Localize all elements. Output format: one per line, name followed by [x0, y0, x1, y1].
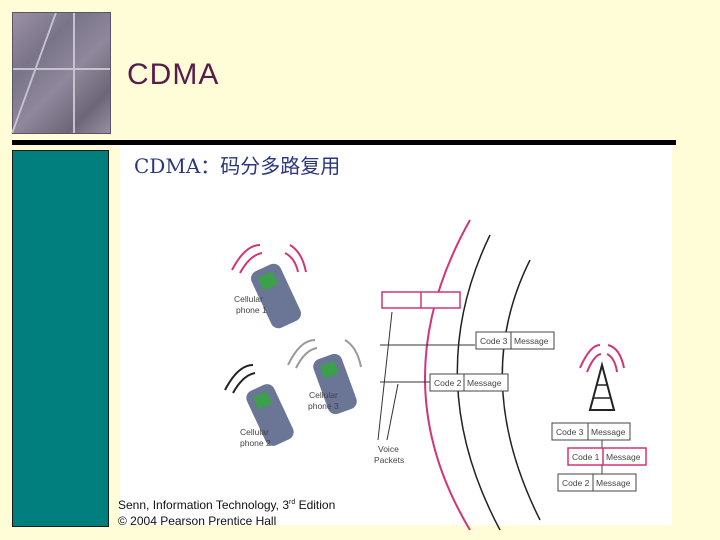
- voice-packet-arrows: [377, 311, 475, 441]
- phone-1: Cellular phone 1: [231, 244, 307, 329]
- tower-code3-code: Code 3: [556, 427, 584, 437]
- cell-tower: [579, 344, 625, 411]
- packet-code2-message: Message: [467, 378, 502, 388]
- tower-code3-message: Message: [591, 427, 626, 437]
- title-divider: [12, 140, 676, 145]
- teal-sidebar-bar: [12, 150, 109, 527]
- tower-code2-message: Message: [596, 478, 631, 488]
- tower-code1-message: Message: [606, 452, 641, 462]
- citation-line-1: Senn, Information Technology, 3rd Editio…: [118, 498, 336, 512]
- tower-code1-code: Code 1: [572, 452, 600, 462]
- packet-code3-code: Code 3: [480, 336, 508, 346]
- tower-code2-code: Code 2: [562, 478, 590, 488]
- tower-code3: Code 3 Message: [551, 422, 631, 441]
- packet-code3: Code 3 Message: [475, 331, 555, 350]
- voice-packets-label-line1: Voice: [378, 444, 399, 454]
- decorative-corner-image: [11, 12, 111, 134]
- phone-3-label-line2: phone 3: [308, 401, 339, 411]
- phone-1-label-line1: Cellular: [234, 294, 263, 304]
- slide-title: CDMA: [127, 58, 220, 91]
- citation-line-2: © 2004 Pearson Prentice Hall: [118, 514, 277, 528]
- tower-code2: Code 2 Message: [557, 473, 637, 492]
- phone-2: Cellular phone 2: [224, 364, 294, 448]
- packet-code2: Code 2 Message: [429, 373, 509, 392]
- phone-2-label-line1: Cellular: [240, 427, 269, 437]
- voice-packets-label-line2: Packets: [374, 455, 404, 465]
- phone-3: Cellular phone 3: [287, 339, 362, 415]
- tower-code1: Code 1 Message: [567, 447, 647, 466]
- phone-2-label-line2: phone 2: [240, 438, 271, 448]
- phone-3-label-line1: Cellular: [309, 390, 338, 400]
- packet-code3-message: Message: [514, 336, 549, 346]
- phone-1-label-line2: phone 1: [236, 305, 267, 315]
- citation-footer: Senn, Information Technology, 3rd Editio…: [118, 495, 335, 529]
- pink-packet-box: [381, 291, 461, 309]
- figure-heading: CDMA：码分多路复用: [134, 154, 341, 178]
- packet-code2-code: Code 2: [434, 378, 462, 388]
